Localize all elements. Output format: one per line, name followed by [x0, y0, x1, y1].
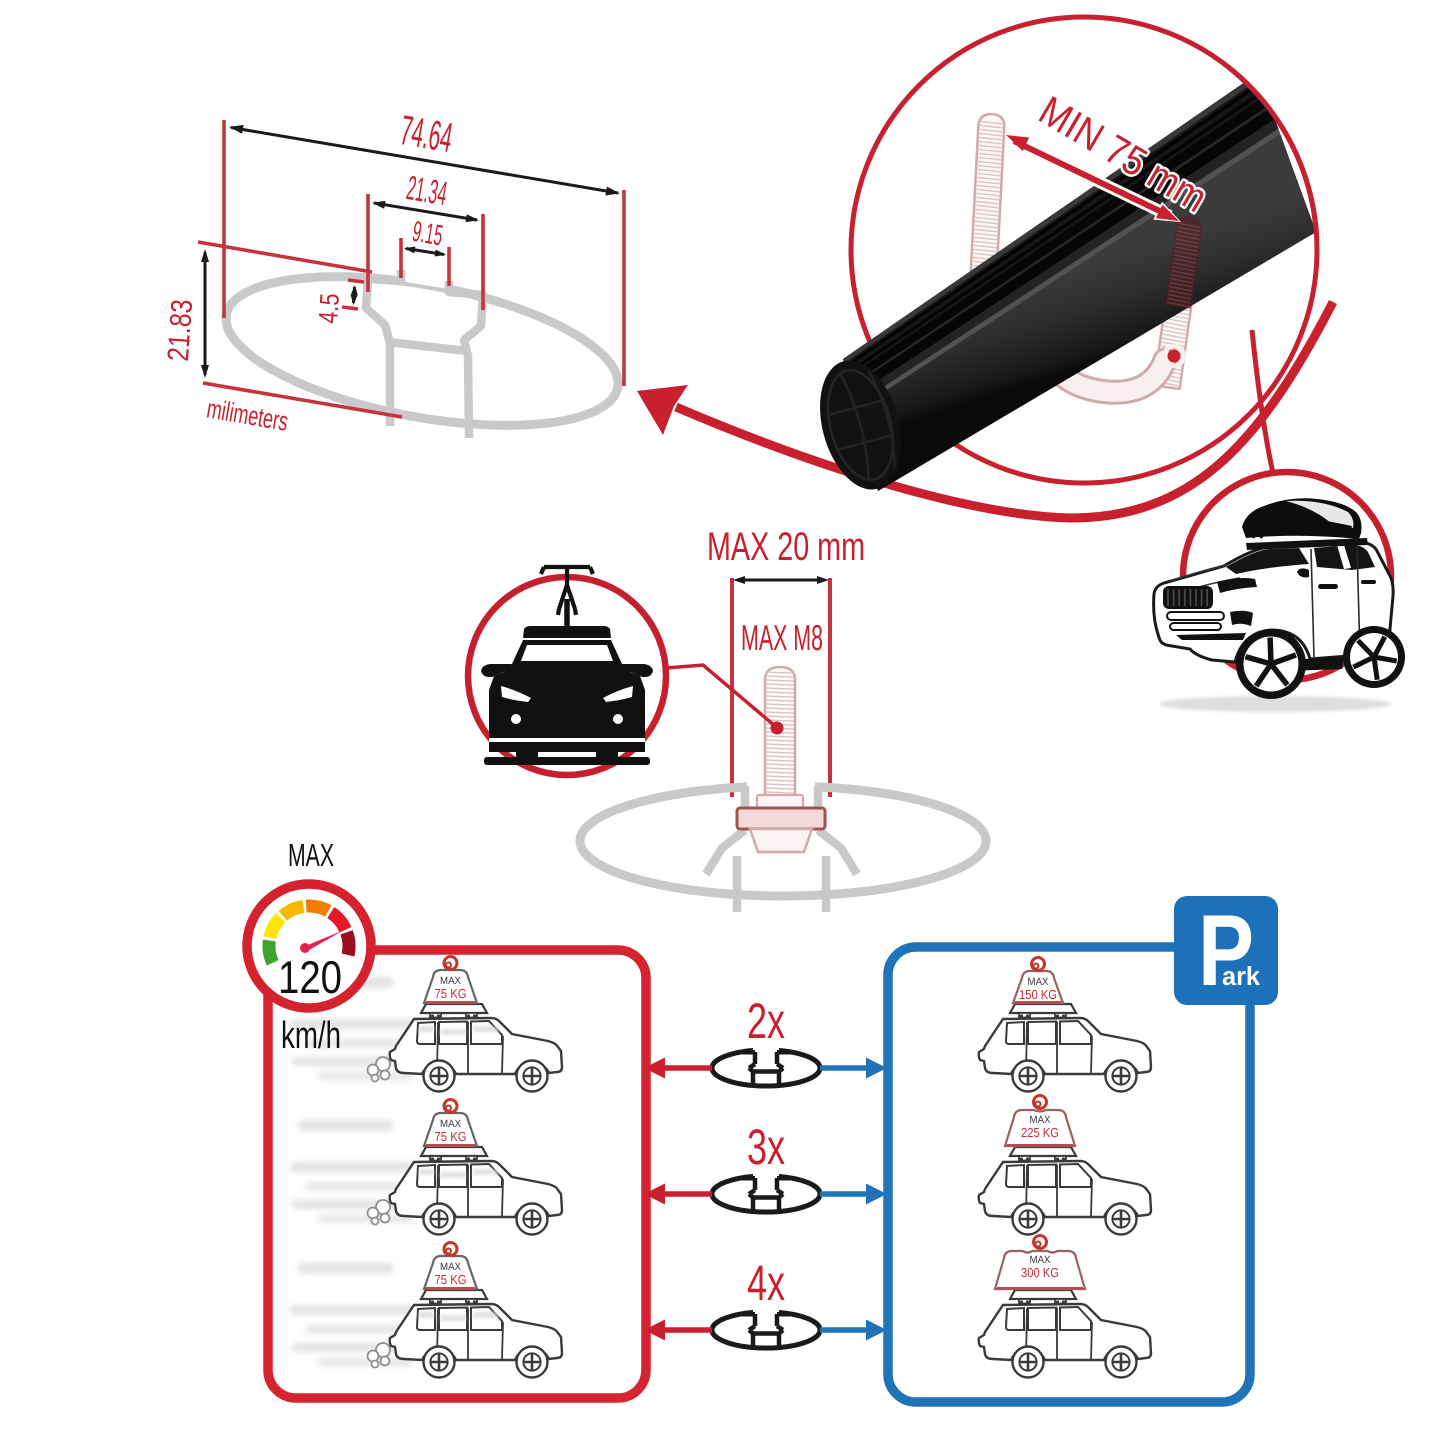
- svg-text:MAX M8: MAX M8: [741, 617, 823, 658]
- svg-text:4.5: 4.5: [313, 292, 345, 324]
- svg-text:225 KG: 225 KG: [1021, 1125, 1059, 1140]
- svg-text:MAX: MAX: [440, 975, 461, 987]
- svg-text:9.15: 9.15: [410, 216, 445, 253]
- svg-text:km/h: km/h: [281, 1015, 341, 1057]
- svg-text:ark: ark: [1222, 961, 1261, 991]
- svg-text:P: P: [1198, 895, 1254, 1007]
- svg-text:milimeters: milimeters: [205, 393, 291, 436]
- svg-text:75 KG: 75 KG: [435, 1129, 467, 1144]
- svg-text:21.34: 21.34: [404, 169, 450, 213]
- svg-text:MAX: MAX: [1030, 1254, 1051, 1266]
- svg-text:MAX 20 mm: MAX 20 mm: [707, 525, 865, 569]
- svg-text:MAX: MAX: [1028, 976, 1049, 988]
- svg-text:MAX: MAX: [288, 837, 334, 873]
- svg-text:3x: 3x: [747, 1119, 785, 1175]
- svg-text:75 KG: 75 KG: [435, 986, 467, 1001]
- svg-text:21.83: 21.83: [162, 298, 199, 362]
- svg-text:120: 120: [278, 951, 342, 1003]
- svg-text:MAX: MAX: [440, 1261, 461, 1273]
- svg-text:4x: 4x: [747, 1255, 785, 1311]
- svg-text:2x: 2x: [747, 993, 785, 1049]
- svg-text:MAX: MAX: [440, 1118, 461, 1130]
- svg-text:74.64: 74.64: [397, 106, 456, 161]
- svg-text:300 KG: 300 KG: [1021, 1265, 1059, 1280]
- svg-text:150 KG: 150 KG: [1019, 987, 1057, 1002]
- svg-text:MAX: MAX: [1030, 1114, 1051, 1126]
- svg-text:75 KG: 75 KG: [435, 1272, 467, 1287]
